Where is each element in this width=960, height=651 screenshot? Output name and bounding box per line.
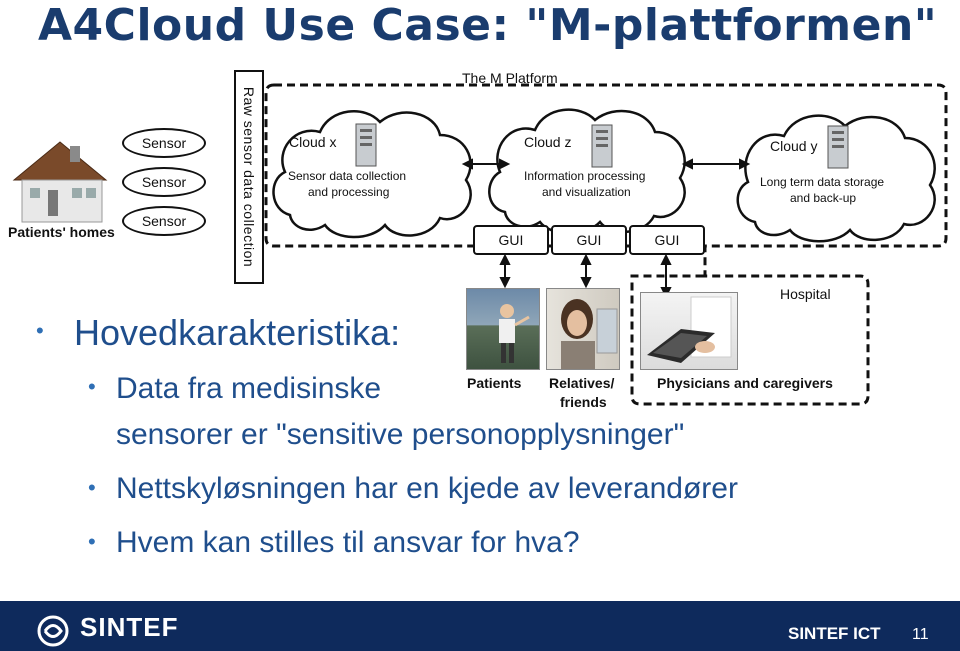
sensor-2: Sensor xyxy=(122,167,206,197)
cloud-x-line1: Sensor data collection xyxy=(288,169,407,183)
bullet-sub3: Hvem kan stilles til ansvar for hva? xyxy=(116,526,580,559)
bullet-sub1-line1: Data fra medisinske xyxy=(116,372,382,405)
cloud-y-line1: Long term data storage xyxy=(760,175,885,189)
raw-sensor-box: Raw sensor data collection xyxy=(234,70,264,284)
server-icon xyxy=(355,123,377,167)
physicians-photo xyxy=(640,292,738,370)
server-icon xyxy=(591,124,613,168)
diagram-shapes xyxy=(12,83,948,406)
gui-box-patients: GUI xyxy=(473,225,549,255)
bullet-dot: • xyxy=(36,318,44,343)
cloud-z-line1: Information processing xyxy=(524,169,646,183)
cloud-z-name: Cloud z xyxy=(524,134,572,150)
hospital-label: Hospital xyxy=(780,286,831,302)
patients-homes-label: Patients' homes xyxy=(8,224,115,240)
sintef-logo-text: SINTEF xyxy=(80,612,179,642)
gui-box-relatives: GUI xyxy=(551,225,627,255)
relatives-photo xyxy=(546,288,620,370)
platform-boundary xyxy=(264,83,948,406)
bullet-sub1-line2: sensorer er "sensitive personopplysninge… xyxy=(116,418,685,451)
footer-bar xyxy=(0,601,960,651)
bullet-sub2: Nettskyløsningen har en kjede av leveran… xyxy=(116,472,738,505)
relatives-label-line2: friends xyxy=(560,394,607,410)
slide-title: A4Cloud Use Case: "M-plattformen" xyxy=(38,0,938,51)
server-icon xyxy=(827,125,849,169)
raw-sensor-label: Raw sensor data collection xyxy=(241,86,257,268)
patients-label: Patients xyxy=(467,375,522,391)
bullet-dot: • xyxy=(88,529,96,554)
sintef-logo-icon xyxy=(37,615,69,647)
cloud-y-line2: and back-up xyxy=(790,191,857,205)
cloud-z-line2: and visualization xyxy=(542,185,631,199)
page-number: 11 xyxy=(912,626,929,643)
gui-box-physicians: GUI xyxy=(629,225,705,255)
sensor-1: Sensor xyxy=(122,128,206,158)
cloud-x-name: Cloud x xyxy=(289,134,337,150)
house-icon xyxy=(12,141,108,223)
cloud-x-line2: and processing xyxy=(308,185,390,199)
bullet-dot: • xyxy=(88,475,96,500)
bullet-dot: • xyxy=(88,374,96,399)
footer-brand: SINTEF ICT xyxy=(788,624,881,643)
relatives-label-line1: Relatives/ xyxy=(549,375,615,391)
cloud-y-name: Cloud y xyxy=(770,138,818,154)
sensor-3: Sensor xyxy=(122,206,206,236)
cloud-y-shape xyxy=(736,114,936,243)
cloud-x-shape xyxy=(272,110,472,239)
physicians-label: Physicians and caregivers xyxy=(657,375,833,391)
bullet-main: Hovedkarakteristika: xyxy=(74,312,401,353)
platform-title: The M Platform xyxy=(462,70,558,86)
patients-photo xyxy=(466,288,540,370)
